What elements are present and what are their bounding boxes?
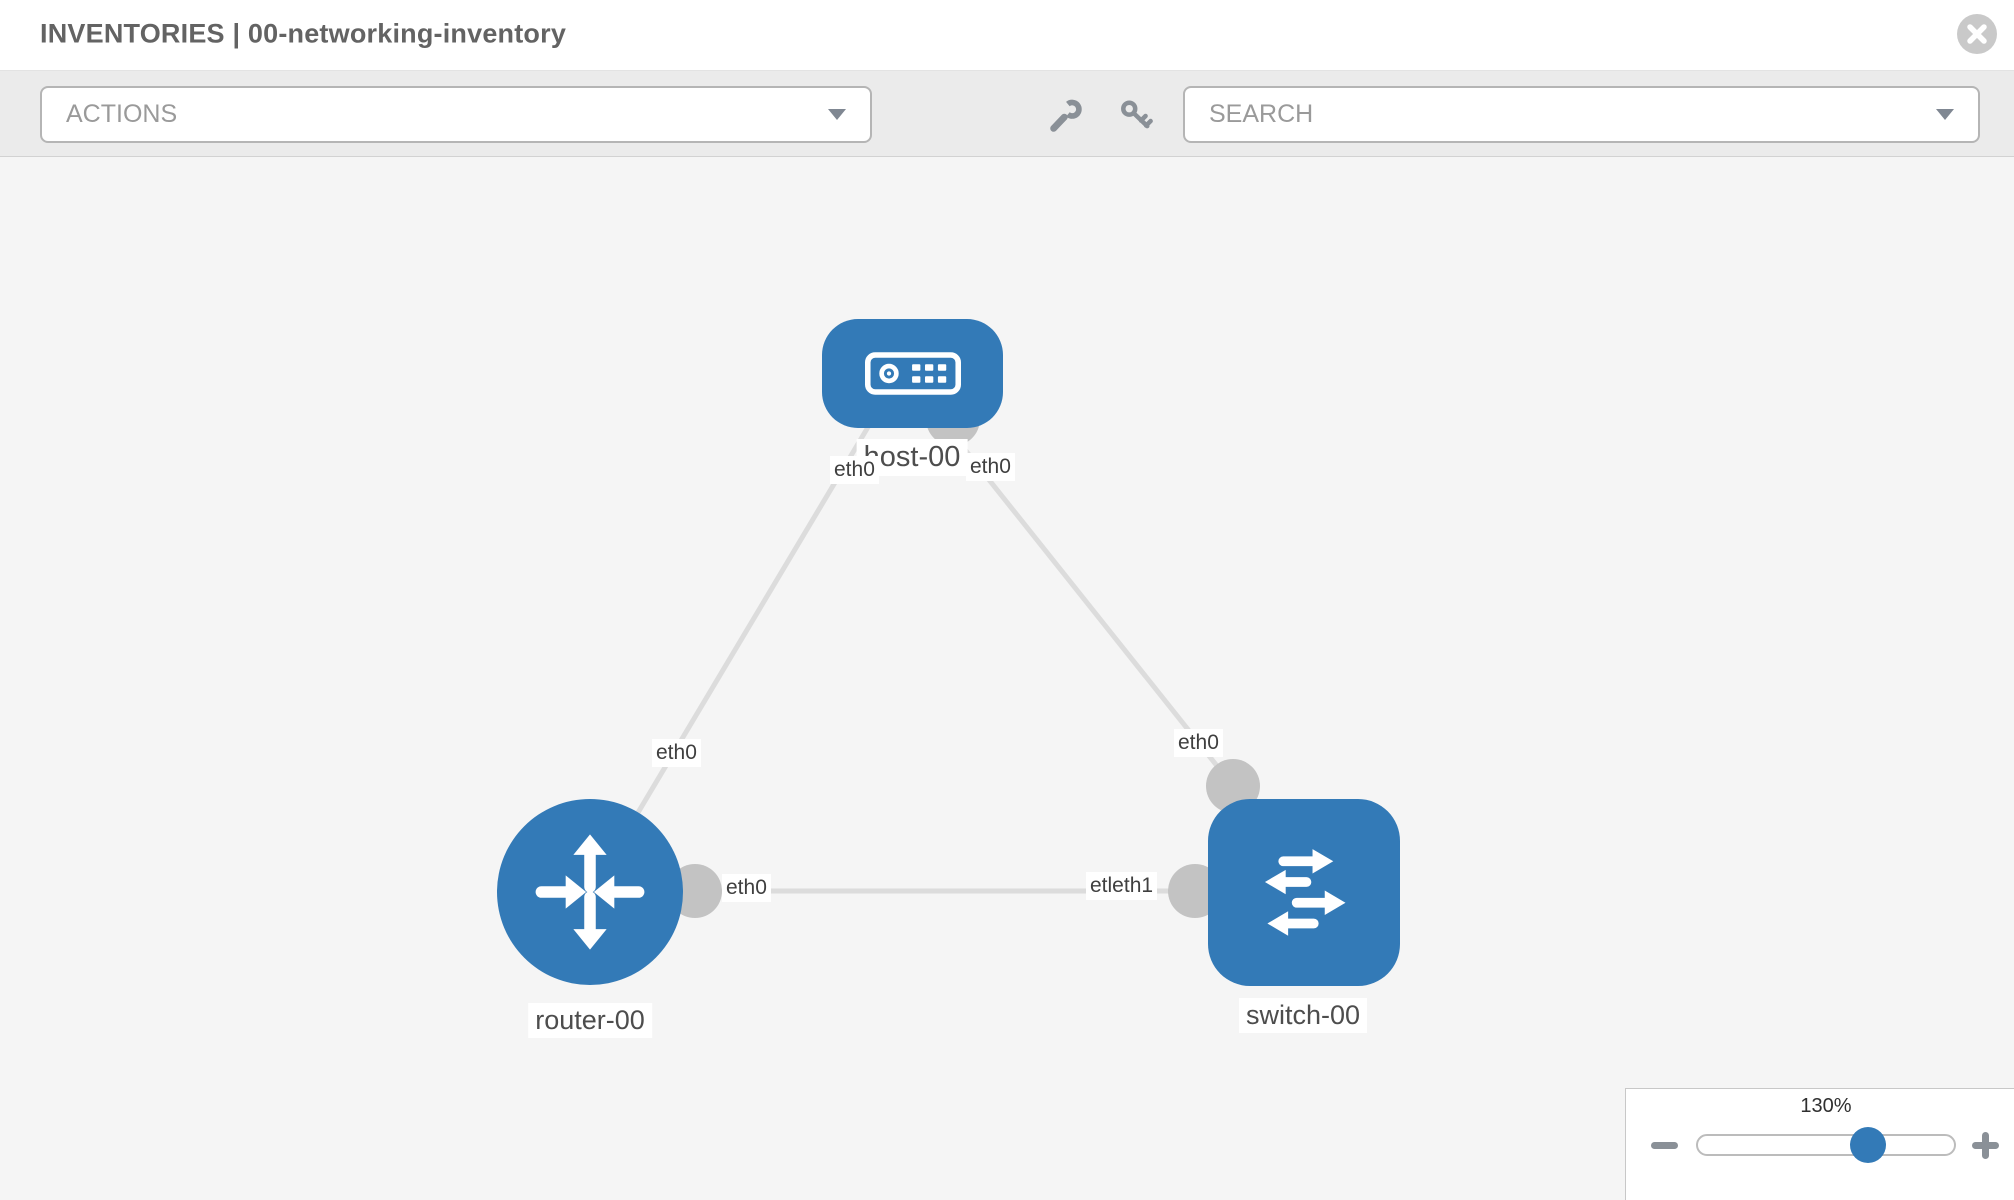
actions-dropdown[interactable]: ACTIONS	[40, 86, 872, 143]
topology-canvas[interactable]: host-00 router-00 switch-00 eth0 eth0 et…	[0, 157, 2014, 1200]
switch-icon	[1264, 848, 1346, 936]
node-switch-00[interactable]	[1208, 799, 1400, 986]
zoom-panel: 130%	[1625, 1088, 2014, 1200]
toolbar: ACTIONS SEARCH	[0, 71, 2014, 157]
interface-label-host-eth0-right: eth0	[966, 453, 1015, 481]
header: INVENTORIES | 00-networking-inventory	[0, 0, 2014, 71]
router-icon	[535, 834, 645, 950]
search-dropdown[interactable]: SEARCH	[1183, 86, 1980, 143]
zoom-level-label: 130%	[1800, 1095, 1852, 1117]
interface-label-uplink-switch-eth0: eth0	[1174, 729, 1223, 757]
page-title: INVENTORIES | 00-networking-inventory	[40, 18, 567, 49]
zoom-in-button[interactable]	[1972, 1132, 1999, 1159]
node-label-host-00: host-00	[856, 439, 968, 476]
interface-label-uplink-router-eth0: eth0	[652, 739, 701, 767]
close-button[interactable]	[1957, 14, 1997, 54]
node-router-00[interactable]	[497, 799, 683, 985]
topology-edges	[587, 392, 1260, 918]
key-icon[interactable]	[1118, 98, 1154, 134]
zoom-slider-thumb[interactable]	[1850, 1127, 1886, 1163]
interface-label-switch-eth1: etleth1	[1086, 872, 1158, 900]
interface-label-router-eth0: eth0	[722, 874, 771, 902]
host-icon	[864, 352, 961, 395]
interface-label-host-eth0-left: eth0	[830, 456, 879, 484]
actions-dropdown-label: ACTIONS	[66, 100, 178, 128]
search-dropdown-label: SEARCH	[1209, 100, 1314, 128]
wrench-icon[interactable]	[1048, 98, 1084, 134]
chevron-down-icon	[828, 109, 846, 120]
node-host-00[interactable]	[822, 319, 1003, 428]
node-label-switch-00: switch-00	[1238, 998, 1368, 1033]
close-icon	[1967, 24, 1987, 44]
node-label-router-00: router-00	[528, 1003, 652, 1038]
chevron-down-icon	[1936, 109, 1954, 120]
zoom-out-button[interactable]	[1651, 1142, 1678, 1149]
zoom-slider[interactable]	[1696, 1127, 1956, 1163]
